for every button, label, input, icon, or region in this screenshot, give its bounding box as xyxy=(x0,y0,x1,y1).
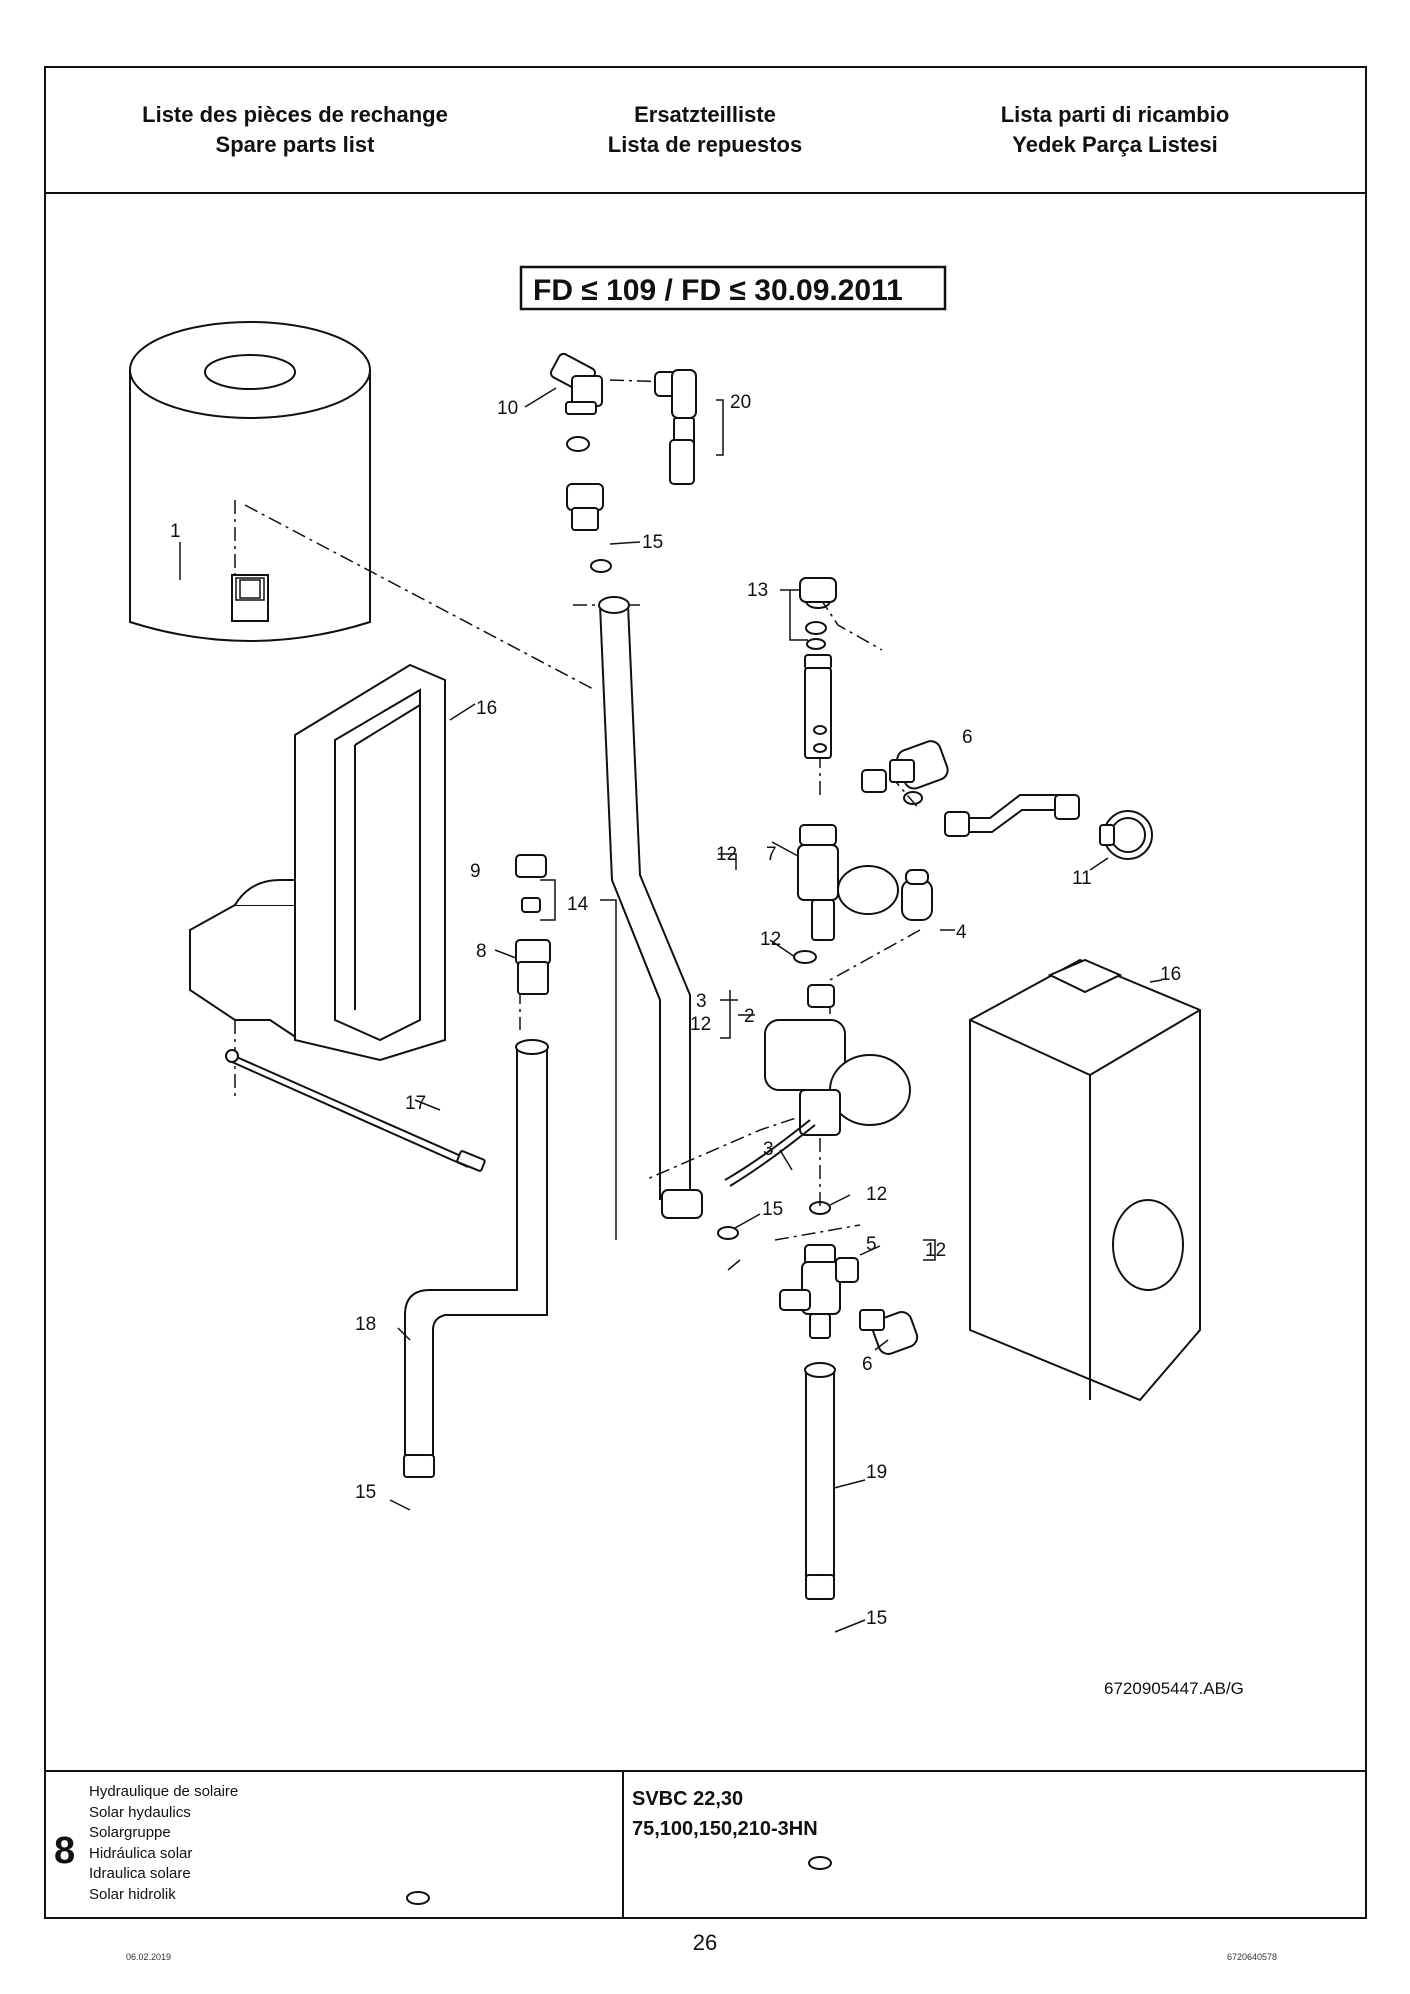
footer: 8 Hydraulique de solaire Solar hydaulics… xyxy=(44,1770,1367,1919)
pressure-gauge-line xyxy=(944,794,1153,860)
section-number: 8 xyxy=(54,1830,76,1872)
fd-label-box xyxy=(519,265,947,311)
callout-12-lower: 12 xyxy=(866,1184,887,1205)
union-fitting xyxy=(566,483,604,531)
section-title-it: Idraulica solare xyxy=(89,1865,191,1883)
callout-20: 20 xyxy=(730,392,751,413)
callout-10: 10 xyxy=(497,398,518,419)
callout-15-left: 15 xyxy=(355,1482,376,1503)
pipe-18 xyxy=(403,1039,549,1478)
callout-11: 11 xyxy=(1072,868,1092,889)
sensor-17 xyxy=(225,1049,486,1172)
callout-leaders xyxy=(179,387,1163,1633)
header-col-de-es: Ersatzteilliste Lista de repuestos xyxy=(490,100,920,160)
footer-divider xyxy=(622,1772,624,1919)
tee-fitting-5 xyxy=(779,1244,859,1339)
callout-13: 13 xyxy=(747,580,768,601)
gaskets xyxy=(406,436,923,1905)
callout-17: 17 xyxy=(405,1093,426,1114)
elbow-fitting-10 xyxy=(550,352,603,415)
callout-6-bottom: 6 xyxy=(862,1354,873,1375)
callout-12-tee: 12 xyxy=(925,1240,946,1261)
insulation-shell-right xyxy=(969,958,1201,1402)
header-title-es: Lista de repuestos xyxy=(607,132,803,157)
callout-16-right: 16 xyxy=(1160,964,1181,985)
callout-5: 5 xyxy=(866,1234,877,1255)
part-13-fittings xyxy=(799,577,837,759)
header-title-tr: Yedek Parça Listesi xyxy=(1012,132,1218,157)
insulation-shell-left xyxy=(294,663,446,1062)
section-title-fr: Hydraulique de solaire xyxy=(89,1783,239,1800)
header-title-it: Lista parti di ricambio xyxy=(1000,102,1230,127)
section-title-tr: Solar hidrolik xyxy=(89,1885,176,1903)
model-designation: SVBC 22,30 75,100,150,210-3HN xyxy=(632,1784,818,1844)
callout-15-bottom: 15 xyxy=(866,1608,887,1629)
fd-label: FD ≤ 109 / FD ≤ 30.09.2011 xyxy=(533,274,903,307)
callout-8: 8 xyxy=(476,941,487,962)
section-titles: Hydraulique de solaire Solar hydaulics S… xyxy=(89,1782,238,1906)
callout-7: 7 xyxy=(766,844,777,865)
header: Liste des pièces de rechange Spare parts… xyxy=(44,66,1367,194)
callout-6-top: 6 xyxy=(962,727,973,748)
callout-12-upper: 12 xyxy=(760,929,781,950)
circulation-pump-2 xyxy=(724,984,911,1187)
header-title-de: Ersatzteilliste xyxy=(634,102,776,127)
section-title-de: Solargruppe xyxy=(89,1824,171,1842)
pipe-19 xyxy=(804,1362,836,1600)
expansion-vessel xyxy=(129,321,371,642)
model-line-1: SVBC 22,30 xyxy=(632,1788,744,1810)
drawing-reference: 6720905447.AB/G xyxy=(1104,1679,1244,1698)
callout-1: 1 xyxy=(170,521,181,542)
callout-3: 3 xyxy=(763,1139,774,1160)
fill-valve-6-top xyxy=(861,740,949,793)
document-number: 6720640578 xyxy=(1227,1952,1278,1962)
header-title-fr: Liste des pièces de rechange xyxy=(142,102,448,127)
header-title-en: Spare parts list xyxy=(215,132,375,157)
callout-4: 4 xyxy=(956,922,967,943)
callout-12-valve: 12 xyxy=(716,844,737,865)
model-line-2: 75,100,150,210-3HN xyxy=(632,1818,818,1840)
callout-14: 14 xyxy=(567,894,589,915)
callout-2: 2 xyxy=(744,1006,755,1027)
section-title-en: Solar hydaulics xyxy=(89,1803,191,1821)
print-date: 06.02.2019 xyxy=(126,1952,172,1962)
elbow-fitting-20 xyxy=(654,369,697,485)
callout-12-bracket: 12 xyxy=(690,1014,711,1035)
fittings-9-8 xyxy=(515,854,551,995)
callout-3-bracket: 3 xyxy=(696,991,707,1012)
header-col-it-tr: Lista parti di ricambio Yedek Parça List… xyxy=(900,100,1330,160)
callout-19: 19 xyxy=(866,1462,887,1483)
callout-18: 18 xyxy=(355,1314,376,1335)
pipe-14 xyxy=(598,596,703,1219)
header-col-fr-en: Liste des pièces de rechange Spare parts… xyxy=(80,100,510,160)
page-number: 26 xyxy=(692,1930,718,1955)
vessel-bracket xyxy=(189,879,301,1042)
section-title-es: Hidráulica solar xyxy=(89,1844,193,1862)
fill-valve-6-bottom xyxy=(859,1309,919,1355)
ball-valve-7 xyxy=(797,824,899,941)
callout-9: 9 xyxy=(470,861,481,882)
page-frame xyxy=(44,66,1367,1919)
callout-15-middle: 15 xyxy=(762,1199,783,1220)
callout-15-top: 15 xyxy=(642,532,663,553)
callout-16-left: 16 xyxy=(476,698,497,719)
air-vent-4 xyxy=(901,869,933,921)
